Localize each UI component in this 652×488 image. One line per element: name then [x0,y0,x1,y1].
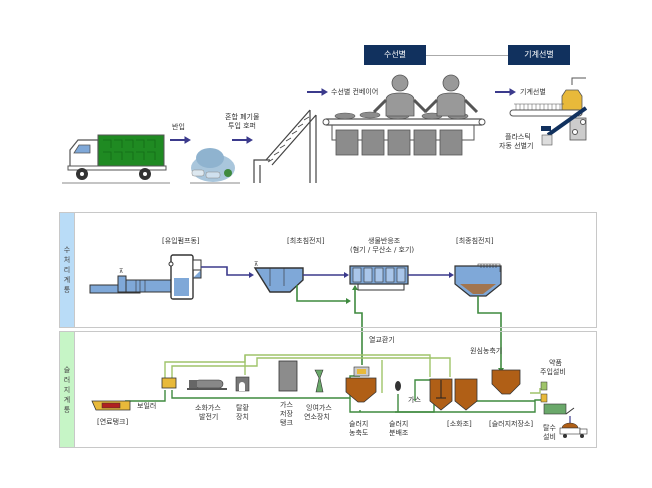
side-char: 처 [63,256,71,264]
sludge-treatment-panel: 슬 러 지 계 통 [59,331,597,448]
arrow-icon [346,298,351,304]
desulfurizer-label-2: 장치 [236,413,249,421]
waste-pile-icon [190,148,240,184]
arrow-icon [249,272,254,278]
machine-sort-icon [509,77,588,146]
manual-sort-header: 수선별 [364,45,426,65]
gas-generator-icon [187,379,227,390]
sludge-distribution-icon [395,381,401,391]
chemical-injection-label-1: 약품 [549,359,562,367]
svg-text:⊼: ⊼ [254,261,258,268]
flow-line-green [296,285,502,370]
fuel-tank-label: [연료탱크] [97,418,129,426]
side-char: 수 [63,246,71,254]
worker-icon [423,74,479,117]
digester-label: [소화조] [447,420,472,428]
bioreactor-label-2: (혐기 / 무산소 / 호기) [350,246,415,254]
flow-line-blue [201,266,250,276]
side-char: 통 [63,405,71,414]
dewatering-label-1: 탈수 [543,424,556,432]
side-char: 통 [63,286,71,294]
sludge-treatment-side-label: 슬 러 지 계 통 [60,332,75,447]
side-char: 계 [63,276,71,284]
gas-tank-label-2: 저장 [280,410,293,418]
gas-label: 가스 [408,396,421,404]
sludge-truck-icon [559,422,588,438]
gas-tank-label-3: 탱크 [280,419,293,427]
desulfurizer-label-1: 탈황 [236,404,249,412]
gas-storage-tank-icon [278,360,298,392]
svg-text:⊼: ⊼ [119,268,123,275]
gas-tank-label-1: 가스 [280,401,293,409]
gas-generator-label-2: 발전기 [199,413,219,421]
carry-in-label: 반입 [172,123,185,131]
machine-sort-label: 기계선별 [520,88,546,96]
hopper-label-2: 투입 호퍼 [228,122,256,130]
side-char: 리 [63,266,71,274]
centrifuge-thickener-label: 원심농축기 [470,347,503,355]
bioreactor-label-1: 생물반응조 [368,237,401,245]
arrow-icon [449,272,454,278]
sludge-thickener-icon [345,377,377,403]
inflow-pump-station-icon [168,254,202,300]
primary-settling-label: [최초침전지] [287,237,325,245]
manual-sort-conveyor-icon [322,74,486,156]
arrow-icon [170,88,516,144]
sludge-thickener-label-2: 농축도 [349,429,369,437]
fuel-tank-icon [91,400,131,411]
dewatering-label-2: 설비 [543,433,556,441]
flow-line-lightgreen [164,354,541,394]
excess-gas-burner-icon [314,369,324,393]
sludge-storage-label: [슬러지저장소] [489,420,534,428]
chemical-injection-label-2: 주입설비 [540,368,566,376]
chemical-injection-icon [540,381,548,403]
desulfurizer-icon [235,376,250,392]
final-settling-label: [최종침전지] [456,237,494,245]
side-char: 러 [63,375,71,384]
bioreactor-icon [349,265,409,291]
sludge-thickener-label-1: 슬러지 [349,420,369,428]
inflow-pump-label: [유입펌프동] [162,237,200,245]
water-treatment-panel: 수 처 리 계 통 [59,212,597,328]
plastic-sorter-label-1: 플라스틱 [505,133,531,141]
hopper-label-1: 혼합 폐기물 [225,113,260,121]
arrow-icon [352,285,358,290]
sludge-storage-icon [491,369,521,395]
machine-sort-header: 기계선별 [508,45,570,65]
side-char: 지 [63,385,71,394]
dewatering-icon [543,403,575,424]
sludge-distribution-label-2: 분배조 [389,429,409,437]
excess-gas-label-2: 연소장치 [304,413,330,421]
inflow-pipe: ⊼ [89,268,177,294]
side-char: 계 [63,395,71,404]
header-connector [426,55,508,56]
arrow-icon [344,272,349,278]
heat-exchanger-label: 열교환기 [369,336,395,344]
digester-icon [429,378,478,411]
hopper-conveyor-icon [253,109,317,183]
gas-generator-label-1: 소화가스 [195,404,221,412]
boiler-icon [161,377,177,389]
excess-gas-label-1: 잉여가스 [306,404,332,412]
heat-exchanger-icon [353,366,370,377]
boiler-label: 보일러 [137,402,157,410]
manual-conveyor-label: 수선별 컨베이어 [331,88,379,96]
side-char: 슬 [63,365,71,374]
water-treatment-side-label: 수 처 리 계 통 [60,213,75,327]
final-settling-tank-icon [454,263,502,297]
sludge-distribution-label-1: 슬러지 [389,420,409,428]
truck-icon [62,134,170,184]
worker-icon [372,74,428,117]
plastic-sorter-label-2: 자동 선별기 [499,142,534,150]
